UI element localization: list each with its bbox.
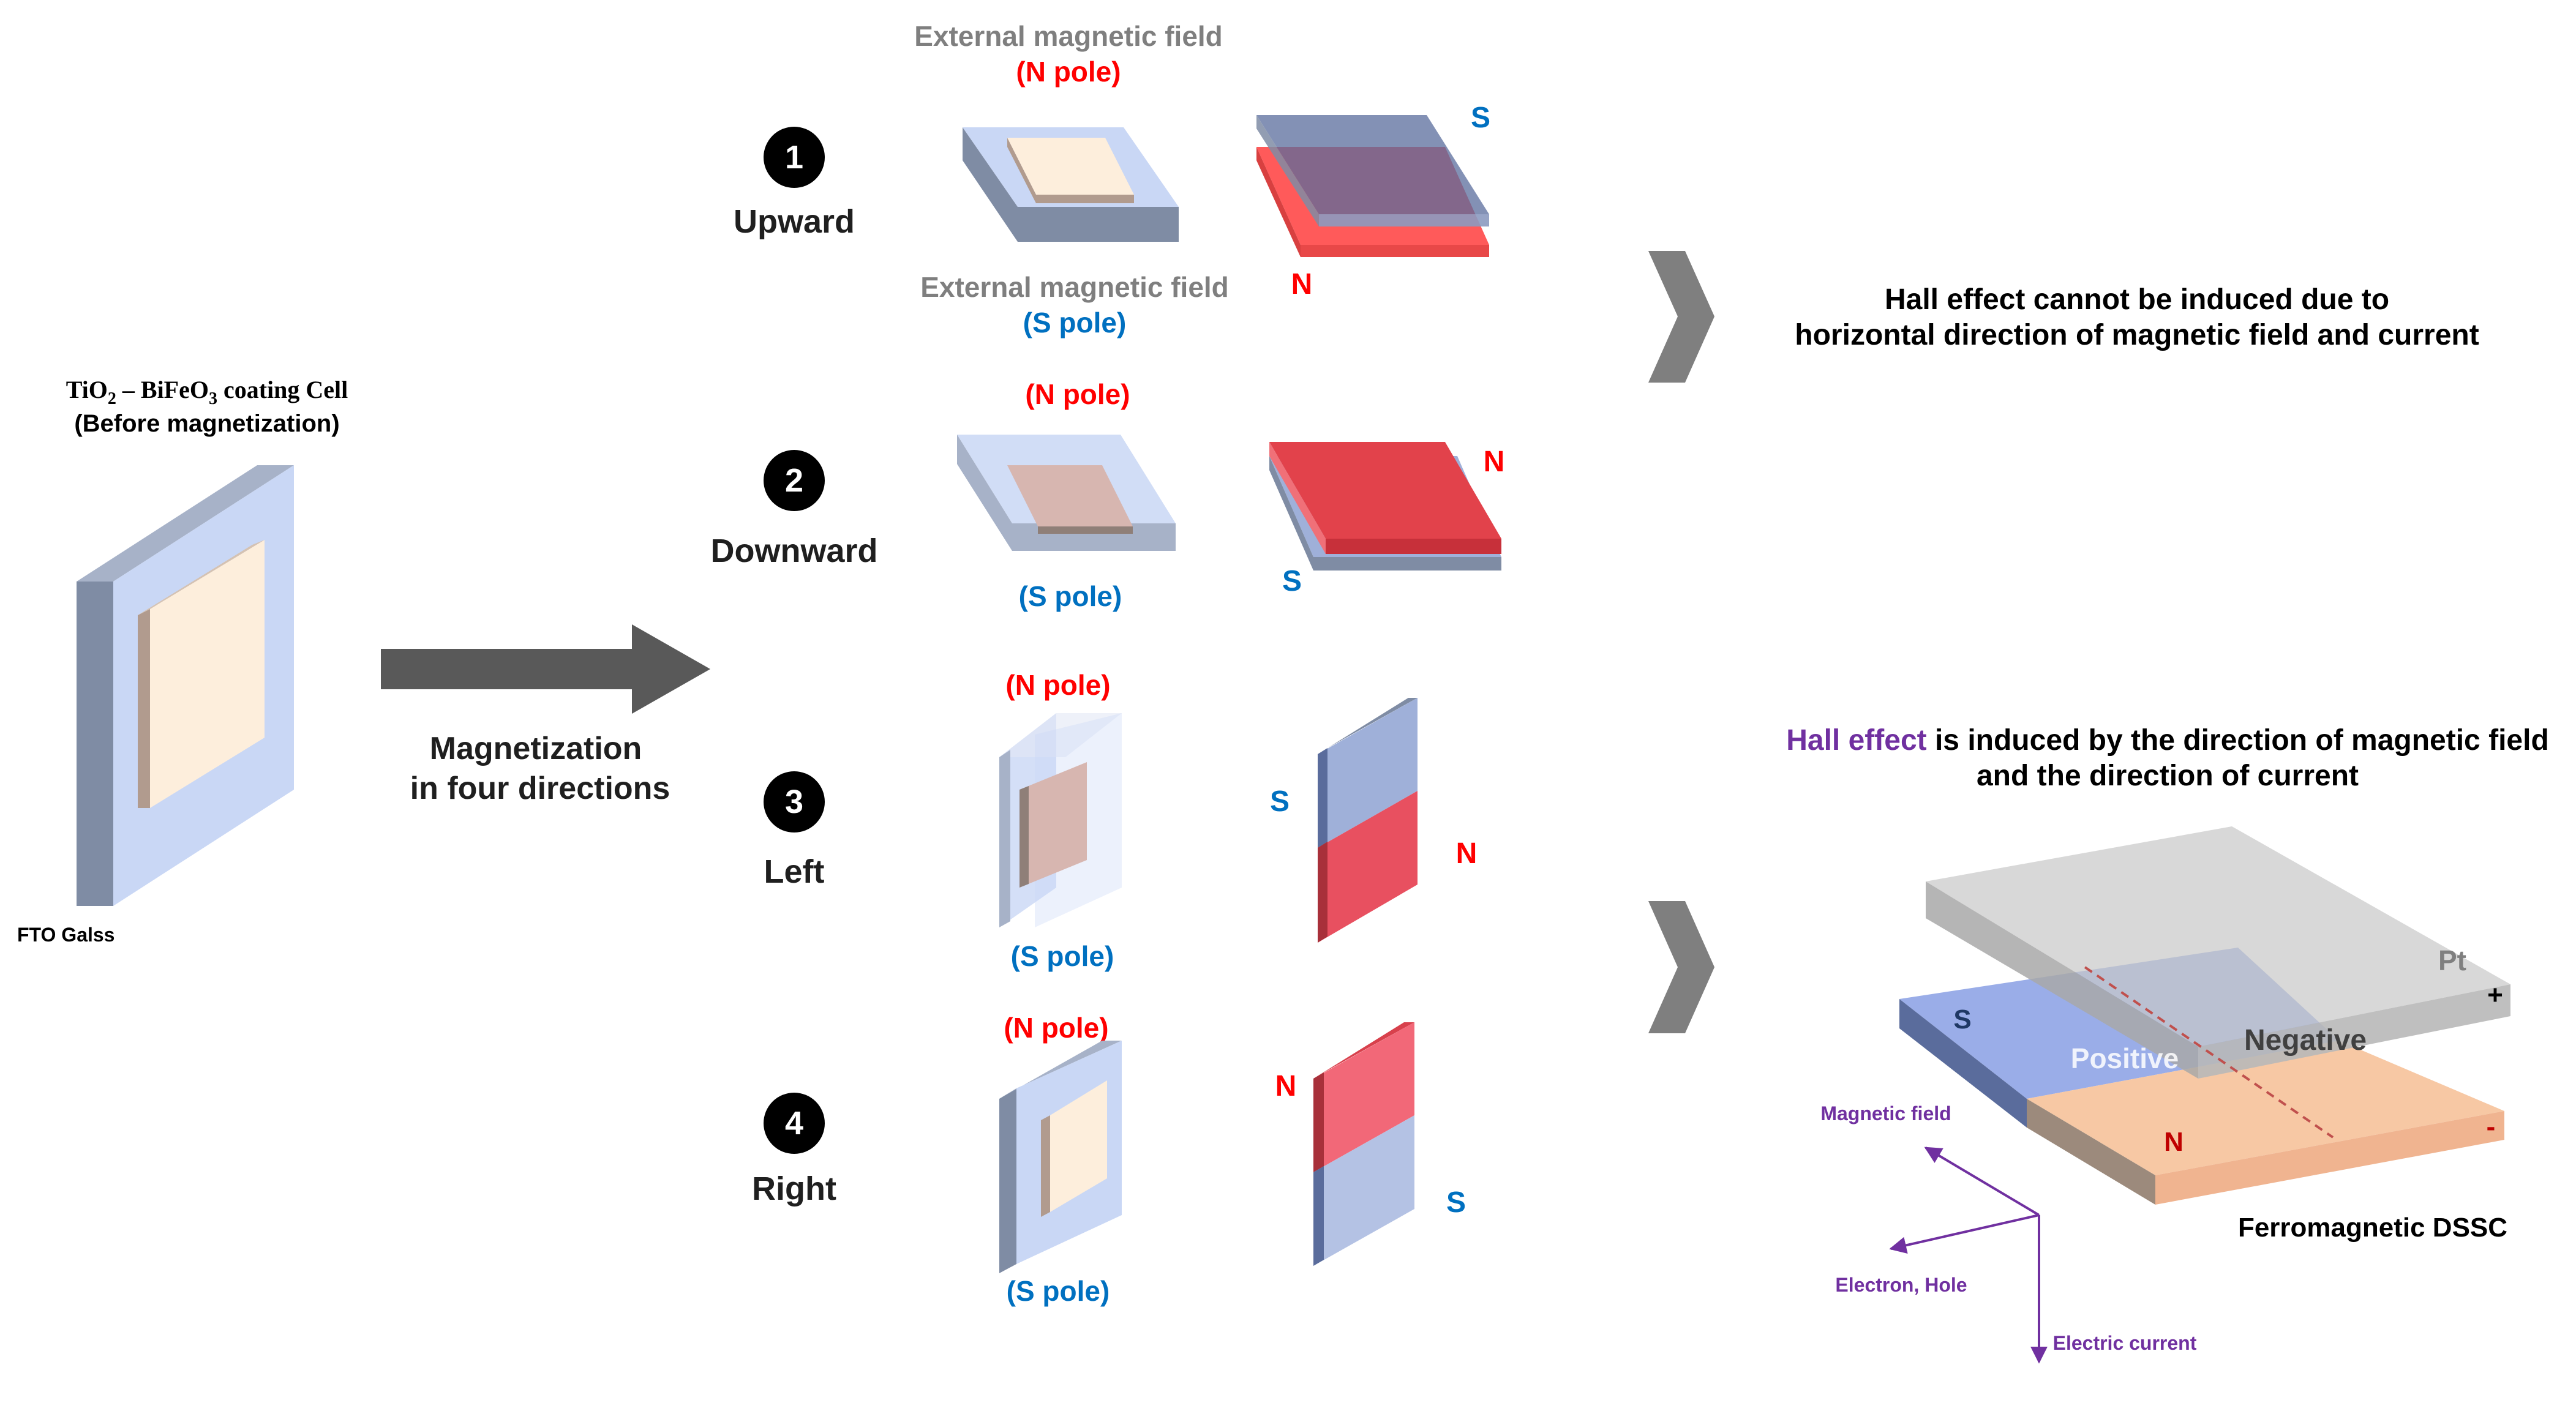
sample-left	[999, 713, 1122, 927]
s-label-2: S	[1282, 565, 1302, 597]
svg-text:3: 3	[785, 784, 803, 820]
svg-text:2: 2	[785, 462, 803, 499]
s-pole-label-4: (S pole)	[1007, 1275, 1110, 1307]
s-label-4: S	[1446, 1186, 1466, 1219]
magnetization-arrow	[381, 624, 710, 714]
external-field-label-bottom: External magnetic field	[920, 271, 1229, 303]
process-line1: Magnetization	[430, 731, 642, 766]
ferromagnetic-dssc	[1899, 826, 2510, 1205]
svg-text:1: 1	[785, 139, 803, 176]
hall-text-line1: Hall effect is induced by the direction …	[1786, 724, 2549, 757]
result-chevron-2	[1648, 901, 1714, 1033]
magnet-downward	[1269, 442, 1501, 571]
magnet-right	[1313, 1022, 1414, 1266]
dssc-name: Ferromagnetic DSSC	[2238, 1213, 2507, 1243]
substrate-label: FTO Galss	[17, 924, 115, 946]
svg-text:Right: Right	[752, 1170, 836, 1207]
svg-text:Upward: Upward	[734, 203, 855, 240]
dssc-s-label: S	[1953, 1005, 1971, 1034]
plus-label: +	[2487, 980, 2503, 1010]
cell-subtitle: (Before magnetization)	[74, 410, 339, 437]
fto-glass-cell	[77, 465, 294, 906]
direction-3: 3 Left	[764, 771, 825, 890]
no-hall-text-line2: horizontal direction of magnetic field a…	[1795, 319, 2479, 351]
n-pole-label-2: (N pole)	[1025, 378, 1130, 410]
cell-title: TiO2 – BiFeO3 coating Cell (Before magne…	[66, 376, 348, 437]
magnet-left	[1318, 698, 1418, 943]
external-field-label-top: External magnetic field	[914, 20, 1223, 52]
sample-upward	[963, 127, 1179, 242]
electric-current-label: Electric current	[2053, 1332, 2197, 1354]
n-label-4: N	[1275, 1070, 1297, 1102]
result-chevron-1	[1648, 251, 1714, 383]
n-label-3: N	[1456, 837, 1478, 870]
dssc-n-label: N	[2164, 1127, 2184, 1157]
positive-label: Positive	[2071, 1042, 2179, 1074]
n-label-1: N	[1291, 268, 1313, 301]
n-pole-label-1: (N pole)	[1016, 56, 1121, 88]
negative-label: Negative	[2244, 1024, 2367, 1057]
minus-label: -	[2487, 1112, 2496, 1142]
electron-hole-label: Electron, Hole	[1835, 1274, 1967, 1296]
pt-label: Pt	[2438, 945, 2466, 976]
sample-downward	[957, 435, 1176, 551]
direction-4: 4 Right	[752, 1093, 836, 1207]
process-line2: in four directions	[410, 771, 670, 806]
n-label-2: N	[1484, 446, 1505, 478]
direction-1: 1 Upward	[734, 127, 855, 240]
n-pole-label-3: (N pole)	[1005, 669, 1110, 701]
magnet-upward	[1256, 115, 1489, 257]
sample-right	[999, 1041, 1122, 1273]
svg-text:Left: Left	[764, 853, 825, 890]
svg-text:TiO2 – BiFeO3 coating Cell: TiO2 – BiFeO3 coating Cell	[66, 376, 348, 408]
s-pole-label-2: (S pole)	[1019, 580, 1122, 612]
no-hall-text-line1: Hall effect cannot be induced due to	[1885, 283, 2389, 316]
svg-text:Downward: Downward	[710, 533, 877, 569]
s-label-3: S	[1270, 785, 1290, 818]
hall-text-line2: and the direction of current	[1977, 760, 2359, 792]
svg-text:4: 4	[785, 1105, 803, 1142]
s-pole-label-1: (S pole)	[1023, 307, 1127, 339]
hall-axes	[1889, 1147, 2048, 1364]
magnetic-field-label: Magnetic field	[1820, 1102, 1951, 1124]
s-pole-label-3: (S pole)	[1011, 940, 1114, 972]
s-label-1: S	[1471, 102, 1490, 134]
n-pole-label-4: (N pole)	[1004, 1012, 1108, 1044]
direction-2: 2 Downward	[710, 450, 878, 569]
